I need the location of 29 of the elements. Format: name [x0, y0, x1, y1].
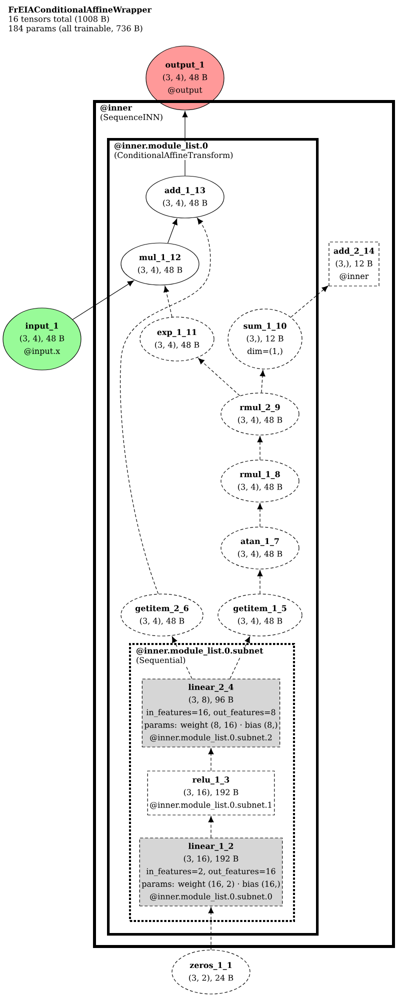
module-class: (ConditionalAffineTransform) [113, 151, 234, 160]
arrow [257, 570, 263, 594]
arrow [120, 218, 211, 594]
module-class: (SequenceINN) [99, 113, 164, 122]
arrow [198, 358, 240, 396]
arrow [290, 286, 328, 318]
summary-line: 16 tensors total (1008 B) [9, 16, 109, 24]
module-class: (Sequential) [135, 656, 187, 666]
module-frame [129, 643, 295, 922]
module-name: @inner [99, 104, 133, 113]
arrow [164, 286, 172, 318]
arrow [257, 436, 263, 460]
arrow [257, 503, 263, 527]
tensor-box: add_2_14 (3,), 12 B @inner [328, 242, 380, 286]
arrow [230, 636, 250, 679]
arrow [208, 748, 214, 771]
module-name: @inner.module_list.0 [113, 142, 209, 152]
arrow [208, 816, 214, 838]
module-frame [107, 138, 319, 936]
arrow [72, 280, 134, 320]
module-frame [93, 100, 395, 948]
arrow [260, 370, 266, 394]
layer-box: linear_1_2 (3, 16), 192 B in_features=2, out_features=16 params: weight (16, 2) · bias (16,) @inner.module_list.0.subnet.0 [139, 838, 283, 906]
arrow [167, 218, 178, 244]
layer-box: linear_2_4 (3, 8), 96 B in_features=16, out_features=8 params: weight (8, 16) · bias (8,) @inner.module_list.0.subnet.2 [142, 678, 280, 748]
layer-box: relu_1_3 (3, 16), 192 B @inner.module_list.0.subnet.1 [147, 770, 275, 816]
diagram-title: FrEIAConditionalAffineWrapper [8, 6, 152, 14]
summary-line: 184 params (all trainable, 736 B) [9, 25, 142, 33]
arrow [208, 907, 214, 950]
